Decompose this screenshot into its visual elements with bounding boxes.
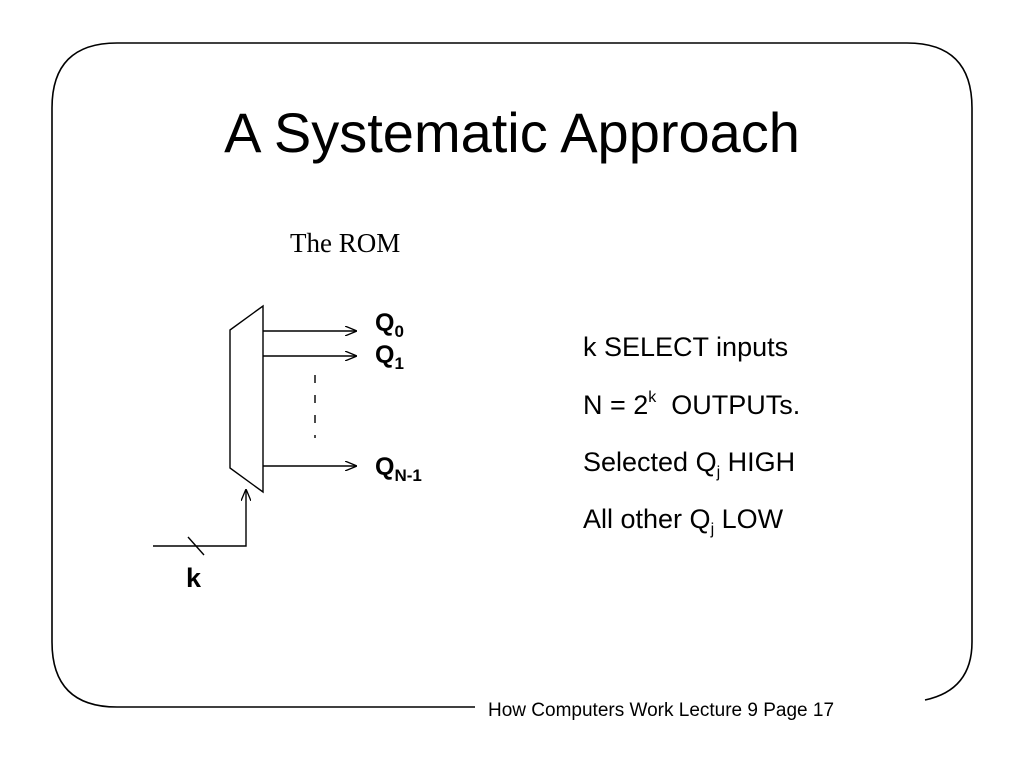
desc-line1-text: k SELECT inputs xyxy=(583,332,789,362)
desc-line3-sub: j xyxy=(716,464,721,481)
desc-line4-prefix: All other Q xyxy=(583,504,711,534)
slide-title: A Systematic Approach xyxy=(224,101,800,164)
output-label-q0: Q0 xyxy=(375,309,404,341)
desc-line3-suffix: HIGH xyxy=(720,447,796,477)
desc-line4-suffix: LOW xyxy=(714,504,784,534)
select-input-line xyxy=(153,490,246,547)
desc-line-selected: Selected Qj HIGH xyxy=(583,447,796,481)
output-label-qn1: QN-1 xyxy=(375,453,422,485)
desc-line4-sub: j xyxy=(710,521,715,538)
q0-sub: 0 xyxy=(394,322,404,341)
desc-line-outputs: N = 2k OUTPUTs. xyxy=(583,389,801,421)
rom-caption: The ROM xyxy=(290,228,401,258)
q1-base: Q xyxy=(375,341,395,369)
desc-line2-sup: k xyxy=(648,389,657,406)
desc-line3-prefix: Selected Q xyxy=(583,447,717,477)
slide-footer: How Computers Work Lecture 9 Page 17 xyxy=(488,700,835,721)
select-width-label: k xyxy=(186,563,202,593)
q1-sub: 1 xyxy=(394,354,404,373)
desc-line2-prefix: N = 2 xyxy=(583,390,649,420)
bus-slash xyxy=(187,536,205,556)
decoder-block xyxy=(229,304,264,494)
desc-line2-suffix: OUTPUTs. xyxy=(656,390,801,420)
qn1-base: Q xyxy=(375,453,395,481)
desc-line-select-inputs: k SELECT inputs xyxy=(583,332,788,363)
qn1-sub: N-1 xyxy=(394,466,422,485)
desc-line-others: All other Qj LOW xyxy=(583,504,784,538)
q0-base: Q xyxy=(375,309,395,337)
output-label-q1: Q1 xyxy=(375,341,404,373)
